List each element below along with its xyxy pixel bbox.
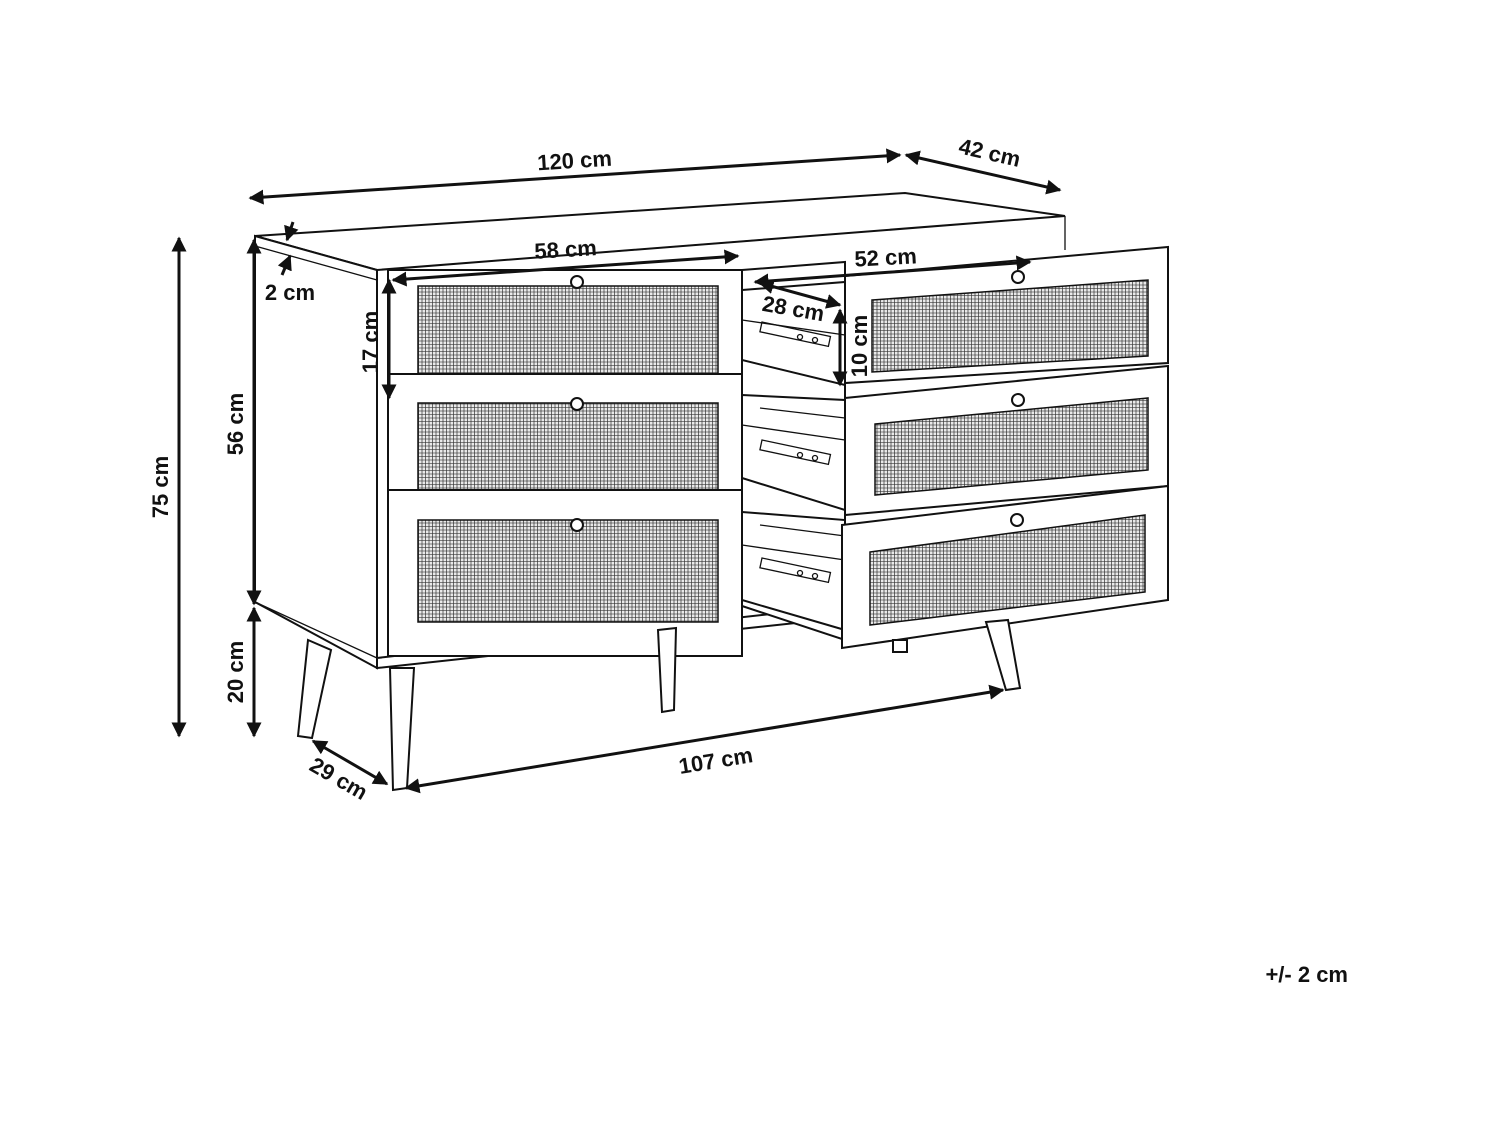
drawer-knob-icon: [1011, 270, 1025, 284]
leg-back-middle: [656, 626, 678, 714]
left-drawer-width-line: [391, 249, 740, 287]
leg-back-left: [296, 638, 333, 740]
body-height-label: 56 cm: [223, 393, 248, 455]
depth-label: 42 cm: [956, 133, 1022, 171]
depth-dimension-line: [904, 150, 1062, 195]
drawer-knob-icon: [570, 397, 584, 411]
leg-spacing-depth-label: 29 cm: [305, 752, 372, 805]
drawer-depth-line: [758, 279, 842, 309]
width-dimension-line: [248, 148, 902, 205]
leg-spacing-depth-line: [311, 739, 389, 786]
top-thickness-label: 2 cm: [265, 280, 315, 305]
right-drawer-height-label: 10 cm: [847, 315, 872, 377]
open-drawer-boxes: [741, 280, 846, 632]
cabinet-top: [254, 191, 1066, 272]
dimension-annotations: 120 cm 42 cm 2 cm 75 cm 56 cm 20 cm 58 c…: [148, 133, 1348, 987]
drawer-knob-icon: [570, 275, 584, 289]
tolerance-note: +/- 2 cm: [1265, 962, 1348, 987]
drawer-front-right-middle: [844, 364, 1169, 517]
drawer-front-right-bottom: [841, 484, 1169, 650]
sideboard-drawing: [254, 191, 1169, 792]
leg-front-left: [388, 667, 416, 792]
drawer-front-left-top: [387, 269, 743, 393]
right-drawer-width-line: [753, 255, 1032, 289]
drawer-knob-icon: [570, 518, 584, 532]
left-drawer-width-label: 58 cm: [534, 235, 598, 264]
left-drawer-column: [387, 269, 743, 657]
leg-height-label: 20 cm: [223, 641, 248, 703]
drawer-knob-icon: [1010, 513, 1024, 527]
leg-spacing-width-line: [404, 684, 1005, 794]
right-drawer-column: [841, 245, 1169, 650]
drawer-front-left-middle: [387, 373, 743, 499]
drawer-knob-icon: [1011, 393, 1025, 407]
leg-back-right: [892, 639, 908, 653]
drawer-front-left-bottom: [387, 489, 743, 657]
total-height-label: 75 cm: [148, 456, 173, 518]
leg-front-right: [984, 618, 1022, 692]
width-label: 120 cm: [537, 146, 613, 176]
right-drawer-width-label: 52 cm: [854, 243, 918, 271]
leg-spacing-width-label: 107 cm: [677, 742, 755, 779]
left-drawer-height-label: 17 cm: [358, 311, 383, 373]
